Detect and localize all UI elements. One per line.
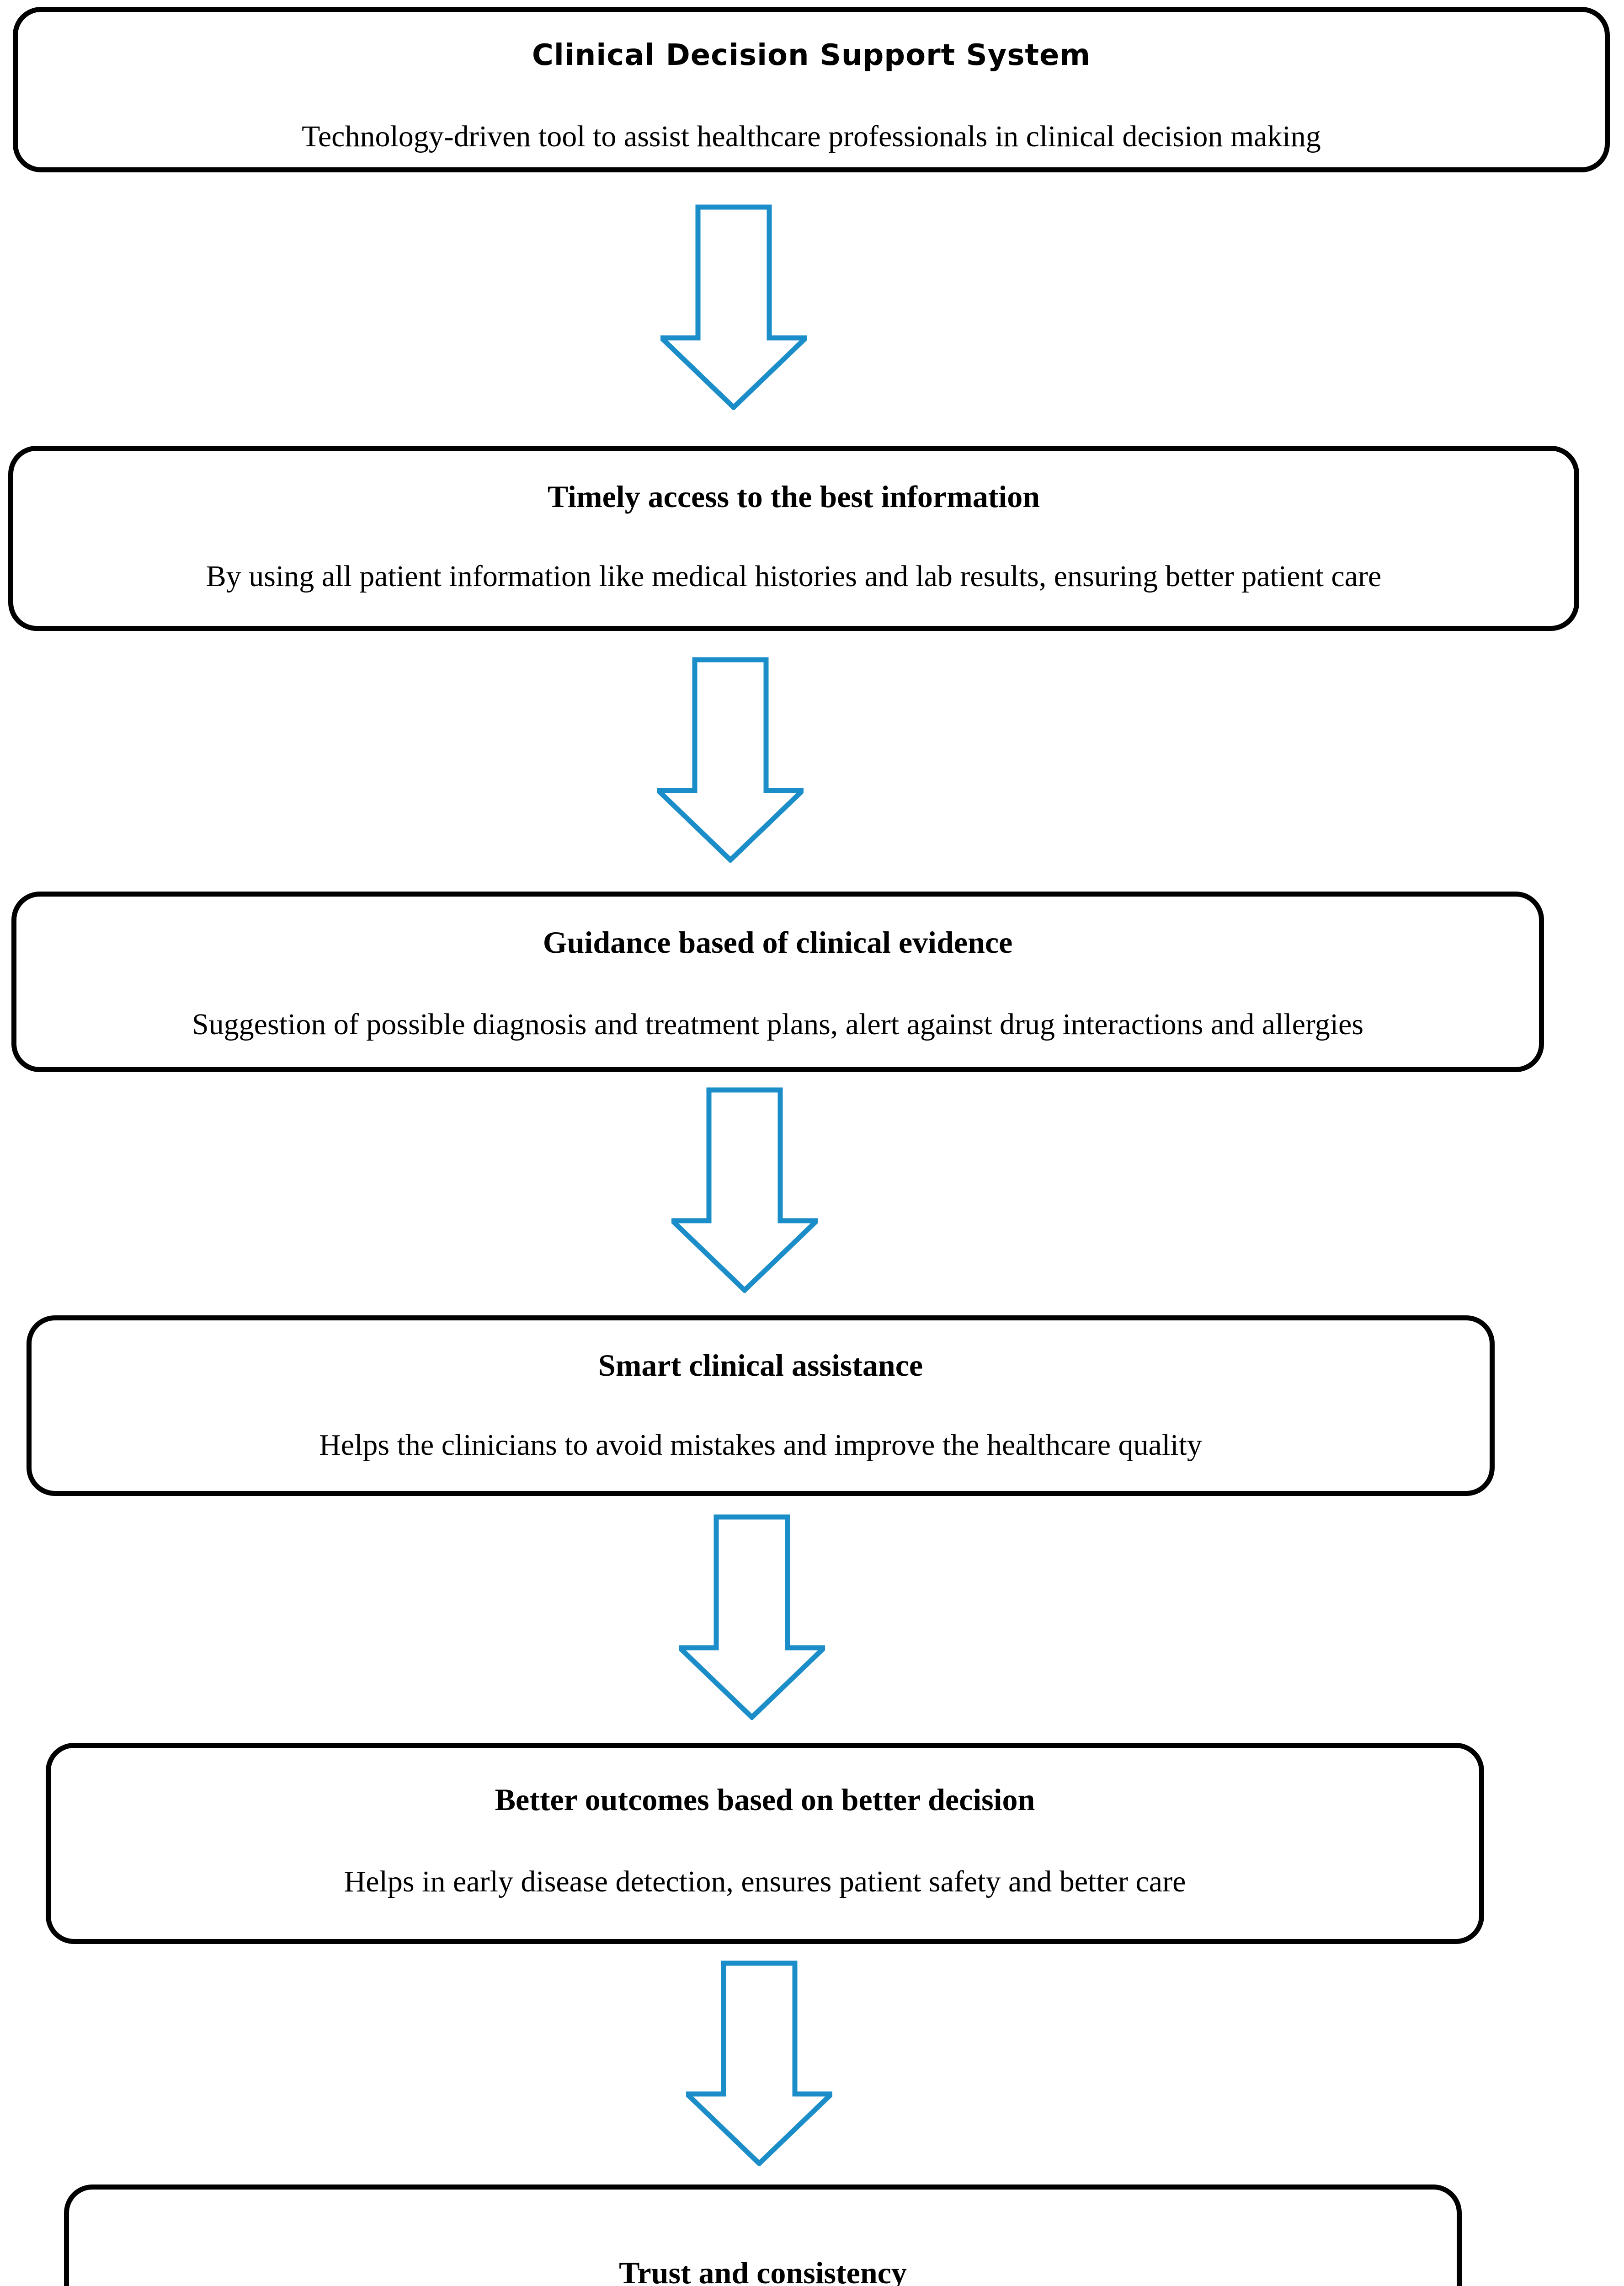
down-arrow-shape <box>686 1960 832 2166</box>
down-arrow-icon <box>686 1960 832 2166</box>
down-arrow-icon <box>679 1514 825 1720</box>
flow-box-smart-assistance: Smart clinical assistance Helps the clin… <box>27 1315 1495 1496</box>
box-title: Clinical Decision Support System <box>532 38 1091 72</box>
box-description: Helps in early disease detection, ensure… <box>344 1865 1186 1898</box>
down-arrow-shape <box>660 204 807 410</box>
down-arrow-icon <box>657 657 804 863</box>
down-arrow-shape <box>657 657 804 863</box>
flow-box-better-outcomes: Better outcomes based on better decision… <box>46 1743 1484 1944</box>
box-description: Helps the clinicians to avoid mistakes a… <box>319 1428 1202 1462</box>
box-title: Guidance based of clinical evidence <box>543 925 1013 960</box>
box-title: Timely access to the best information <box>547 479 1040 514</box>
flow-box-guidance: Guidance based of clinical evidence Sugg… <box>11 892 1544 1072</box>
box-title: Better outcomes based on better decision <box>495 1782 1035 1817</box>
box-title: Smart clinical assistance <box>598 1348 923 1383</box>
down-arrow-icon <box>671 1087 818 1293</box>
flow-box-cdss: Clinical Decision Support System Technol… <box>13 7 1610 172</box>
down-arrow-icon <box>660 204 807 410</box>
box-title: Trust and consistency <box>619 2255 907 2286</box>
flow-box-trust: Trust and consistency <box>64 2185 1462 2286</box>
box-description: Technology-driven tool to assist healthc… <box>302 120 1321 153</box>
down-arrow-shape <box>671 1087 818 1293</box>
flow-box-timely-access: Timely access to the best information By… <box>8 446 1579 631</box>
box-description: By using all patient information like me… <box>206 560 1382 593</box>
box-description: Suggestion of possible diagnosis and tre… <box>192 1008 1364 1041</box>
down-arrow-shape <box>679 1514 825 1720</box>
